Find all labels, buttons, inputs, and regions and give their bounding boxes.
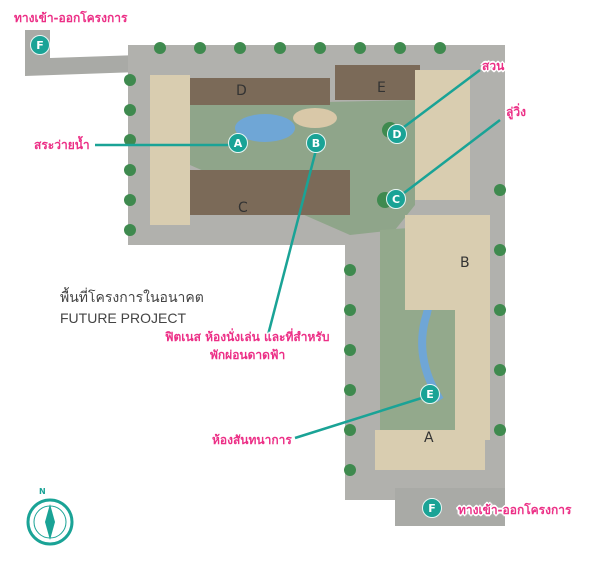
marker-f-top[interactable]: F [30, 35, 50, 55]
marker-d[interactable]: D [387, 124, 407, 144]
compass-north-label: N [39, 487, 46, 496]
south-wing [455, 310, 490, 440]
building-e-block [335, 65, 420, 100]
entrance-road-bottom [395, 488, 505, 526]
label-entrance-top: ทางเข้า-ออกโครงการ [14, 11, 128, 25]
future-project-thai: พื้นที่โครงการในอนาคต [60, 289, 204, 305]
building-a-label: A [424, 430, 434, 446]
label-garden: สวน [482, 59, 505, 73]
label-recreation: ห้องสันทนาการ [212, 433, 292, 447]
east-wing [415, 70, 470, 200]
building-a-block [375, 430, 485, 470]
swimming-pool [235, 114, 295, 142]
label-entrance-bottom: ทางเข้า-ออกโครงการ [458, 503, 572, 517]
label-fitness-line2: พักผ่อนดาดฟ้า [210, 348, 286, 362]
compass-icon [26, 498, 74, 546]
marker-e[interactable]: E [420, 384, 440, 404]
entrance-road-top [25, 30, 140, 76]
left-wing [150, 75, 190, 225]
marker-a[interactable]: A [228, 133, 248, 153]
label-fitness-line1: ฟิตเนส ห้องนั่งเล่น และที่สำหรับ [165, 330, 330, 344]
marker-b[interactable]: B [306, 133, 326, 153]
marker-f-bottom[interactable]: F [422, 498, 442, 518]
building-d-block [190, 78, 330, 105]
building-b-block [405, 215, 490, 310]
building-c-block [190, 170, 350, 215]
future-project-english: FUTURE PROJECT [60, 310, 186, 326]
building-d-label: D [236, 83, 247, 99]
building-b-label: B [460, 255, 470, 271]
label-running-track: ลู่วิ่ง [506, 105, 526, 119]
marker-c[interactable]: C [386, 189, 406, 209]
building-c-label: C [238, 200, 248, 216]
leader-lines [95, 69, 501, 440]
label-pool: สระว่ายน้ำ [34, 138, 90, 152]
trees [124, 42, 506, 476]
building-e-label: E [377, 80, 386, 96]
